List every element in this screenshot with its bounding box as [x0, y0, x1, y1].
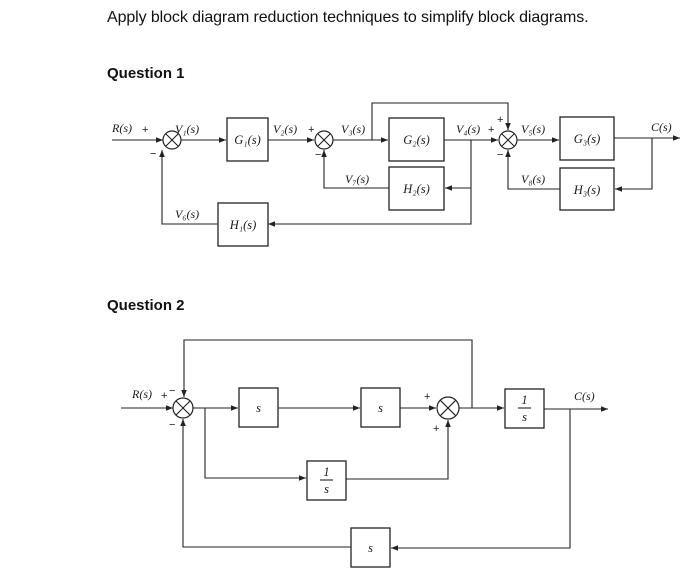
- q1-v4-label: V₄(s): [456, 122, 480, 136]
- q1-block-g1-label: G₁(s): [234, 133, 261, 147]
- q2-sum2-left-plus-sign: +: [424, 391, 430, 403]
- q1-h1-feedback-wire: [268, 140, 472, 227]
- q1-v8-wire: [505, 150, 560, 190]
- q1-v1-label: V₁(s): [175, 122, 199, 136]
- q1-sum1-plus-sign: +: [142, 124, 148, 136]
- q1-sum2-minus-sign: −: [315, 149, 321, 161]
- question-1-heading: Question 1: [107, 65, 185, 82]
- q1-sum2-plus-sign: +: [308, 124, 314, 136]
- q1-block-h2-label: H₂(s): [402, 182, 430, 196]
- q1-block-h3: [559, 167, 615, 211]
- q2-block-s-feedback-label: s: [368, 541, 373, 555]
- q2-parallel-input-wire: [204, 408, 306, 481]
- q2-block-output-den: s: [522, 410, 527, 424]
- q2-parallel-output-wire: [346, 420, 451, 480]
- q1-v6-wire: [159, 150, 218, 225]
- q1-v6-label: V₆(s): [175, 207, 199, 221]
- q2-sum1-plus-sign: +: [161, 390, 167, 402]
- q2-block-s-2-label: s: [378, 401, 383, 415]
- q2-sum1-bottom-minus-sign: −: [169, 419, 175, 431]
- q2-block-s-2: [360, 387, 401, 428]
- q2-block-output-num: 1: [521, 393, 527, 407]
- question-1-diagram: R(s) + − V₁(s) G₁(s) V₂(s) + − V₃(s): [111, 102, 680, 247]
- q1-summing-junction-1: [162, 130, 182, 150]
- question-2-diagram: R(s) + − − s s + +: [121, 339, 608, 568]
- q2-block-one-over-s-output: [504, 388, 545, 429]
- q1-feedforward-wire: [371, 102, 511, 140]
- q2-output-label: C(s): [574, 389, 595, 403]
- q1-v7-wire: [321, 150, 389, 189]
- q1-v2-label: V₂(s): [273, 122, 297, 136]
- q1-output-label: C(s): [651, 120, 672, 134]
- q1-block-g3: [559, 116, 615, 161]
- q1-input-label: R(s): [111, 121, 132, 135]
- q1-sum3-minus-sign: −: [497, 149, 503, 161]
- q2-bottom-feedback-wire: [391, 409, 571, 551]
- q1-h3-feedback-wire: [615, 138, 653, 192]
- question-2-heading: Question 2: [107, 297, 185, 314]
- q1-v7-label: V₇(s): [345, 172, 369, 186]
- q1-v8-label: V₈(s): [521, 172, 545, 186]
- q1-v5-label: V₅(s): [521, 122, 545, 136]
- q2-sum2-bottom-plus-sign: +: [433, 423, 439, 435]
- q1-summing-junction-2: [314, 130, 334, 150]
- q1-block-g3-label: G₃(s): [574, 132, 601, 146]
- q2-summing-junction-2: [436, 396, 460, 420]
- q2-top-feedback-wire: [181, 339, 473, 408]
- q1-block-h3-label: H₃(s): [573, 183, 601, 197]
- q1-sum3-top-plus-sign: +: [497, 114, 503, 126]
- q2-block-parallel-num: 1: [323, 465, 329, 479]
- q1-sum3-left-plus-sign: +: [488, 124, 494, 136]
- q2-block-parallel-den: s: [324, 482, 329, 496]
- q1-sum1-minus-sign: −: [150, 148, 156, 160]
- q1-summing-junction-3: [498, 130, 518, 150]
- q2-block-s-feedback: [350, 527, 391, 568]
- q2-summing-junction-1: [172, 397, 194, 419]
- page-title: Apply block diagram reduction techniques…: [107, 9, 589, 26]
- q2-sum1-top-minus-sign: −: [169, 385, 175, 397]
- q1-block-g2-label: G₂(s): [403, 133, 430, 147]
- q2-input-label: R(s): [131, 387, 152, 401]
- q1-v3-label: V₃(s): [341, 122, 365, 136]
- q1-block-g1: [226, 117, 269, 162]
- q1-block-h1-label: H₁(s): [229, 218, 257, 232]
- q1-block-h1: [217, 202, 269, 247]
- q2-block-s-1: [238, 387, 279, 428]
- q2-feedback-return-wire: [180, 419, 351, 548]
- q2-block-s-1-label: s: [256, 401, 261, 415]
- q1-block-g2: [388, 117, 445, 162]
